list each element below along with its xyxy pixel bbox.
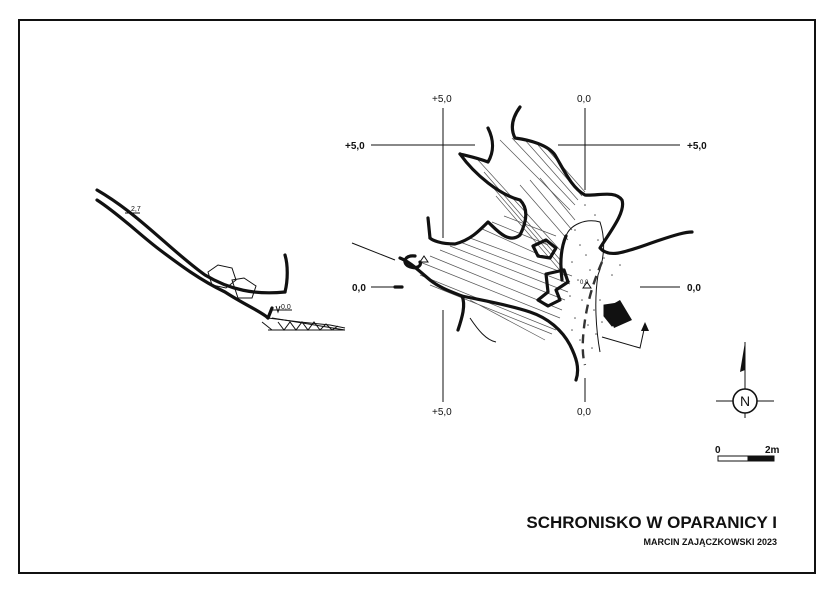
inner-point-label: 0,0 [580, 280, 589, 286]
label-left-upper: +5,0 [345, 141, 365, 152]
profile-label-upper: 2,7 [131, 206, 141, 213]
label-left-middle: 0,0 [352, 283, 366, 294]
entrance-arrow-body [606, 300, 632, 328]
label-bottom-right: 0,0 [577, 407, 591, 418]
profile-label-entrance: 0,0 [281, 304, 291, 311]
label-right-upper: +5,0 [687, 141, 707, 152]
scale-bar: 0 2m [715, 445, 780, 462]
cave-plan: 0,0 +5,0 0,0 +5,0 +5,0 0,0 0,0 +5,0 0,0 [345, 94, 707, 418]
north-circle-icon [732, 388, 758, 414]
floor-slope-hatching [419, 137, 586, 341]
north-arrow: N [716, 342, 774, 418]
map-title: SCHRONISKO W OPARANICY I [526, 513, 777, 532]
map-author: MARCIN ZAJĄCZKOWSKI 2023 [643, 537, 777, 547]
map-border [18, 19, 816, 574]
scale-end-label: 2m [765, 445, 780, 456]
dripline [581, 261, 604, 366]
label-top-right: 0,0 [577, 94, 591, 105]
longitudinal-profile: 2,7 0,0 [95, 188, 346, 331]
scale-start-label: 0 [715, 445, 721, 456]
label-bottom-left: +5,0 [432, 407, 452, 418]
entrance-sediment [569, 204, 621, 349]
label-top-left: +5,0 [432, 94, 452, 105]
north-letter: N [740, 393, 750, 409]
label-right-middle: 0,0 [687, 283, 701, 294]
